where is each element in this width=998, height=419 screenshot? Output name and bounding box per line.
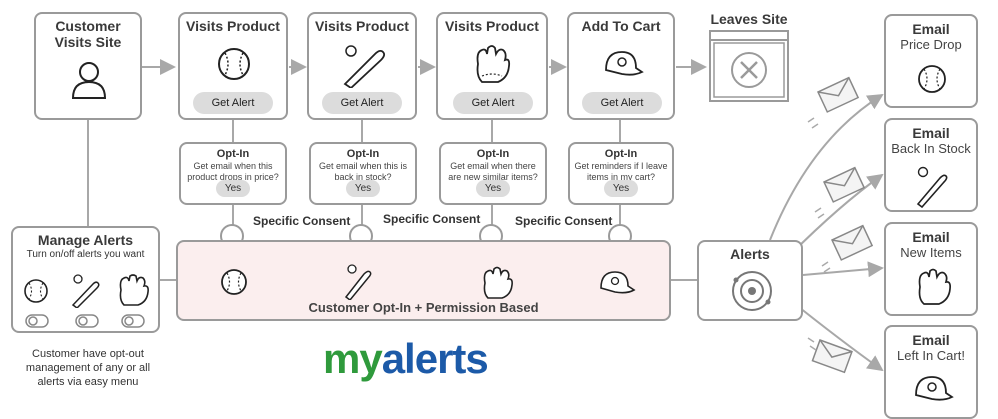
envelope-icon bbox=[817, 76, 860, 113]
envelope-icon bbox=[811, 339, 853, 374]
yes-button[interactable]: Yes bbox=[216, 180, 250, 197]
permission-bar: Customer Opt-In + Permission Based bbox=[176, 240, 671, 321]
visit-product-node: Visits Product Get Alert bbox=[307, 12, 417, 120]
opt-in-box: Opt-In Get reminders if I leave items in… bbox=[568, 142, 674, 205]
toggle-switch[interactable] bbox=[121, 314, 145, 328]
node-title: Add To Cart bbox=[581, 18, 661, 34]
baseball-icon bbox=[918, 65, 946, 93]
visit-product-node: Visits Product Get Alert bbox=[436, 12, 548, 120]
baseball-cap-icon bbox=[605, 51, 644, 76]
leaves-site-title: Leaves Site bbox=[710, 11, 788, 27]
email-subtitle: Back In Stock bbox=[891, 141, 971, 156]
flow-arrow bbox=[769, 93, 884, 241]
opt-in-text: Get email when there bbox=[450, 161, 536, 171]
consent-label: Specific Consent bbox=[383, 212, 481, 226]
consent-label: Specific Consent bbox=[253, 214, 351, 228]
logo-part: my bbox=[323, 335, 383, 382]
yes-button[interactable]: Yes bbox=[346, 180, 380, 197]
baseball-glove-icon bbox=[483, 266, 513, 299]
myalerts-logo: myalerts bbox=[323, 335, 489, 383]
manage-alerts-node: Manage Alerts Turn on/off alerts you wan… bbox=[11, 226, 160, 333]
baseball-bat-icon bbox=[71, 274, 100, 308]
manage-title: Manage Alerts bbox=[37, 232, 134, 248]
node-title: Visits Product bbox=[186, 18, 280, 34]
logo-part: alerts bbox=[381, 335, 489, 382]
get-alert-button[interactable]: Get Alert bbox=[193, 92, 273, 114]
node-title: Visits Product bbox=[445, 18, 539, 34]
baseball-icon bbox=[218, 48, 250, 80]
flow-arrow bbox=[802, 261, 884, 278]
opt-out-note: Customer have opt-out management of any … bbox=[14, 347, 162, 389]
opt-in-box: Opt-In Get email when this product drops… bbox=[179, 142, 287, 205]
consent-label: Specific Consent bbox=[515, 214, 613, 228]
email-card: Email Price Drop bbox=[884, 14, 978, 108]
email-subtitle: Left In Cart! bbox=[897, 348, 965, 363]
baseball-bat-icon bbox=[343, 45, 386, 88]
baseball-glove-icon bbox=[918, 268, 952, 305]
note-line: Customer have opt-out bbox=[32, 348, 144, 360]
baseball-cap-icon bbox=[915, 376, 954, 401]
note-line: alerts via easy menu bbox=[37, 376, 139, 388]
get-alert-button[interactable]: Get Alert bbox=[582, 92, 662, 114]
email-subtitle: New Items bbox=[900, 245, 962, 260]
envelope-icon bbox=[823, 166, 866, 203]
email-title: Email bbox=[912, 229, 950, 245]
opt-in-box: Opt-In Get email when this is back in st… bbox=[309, 142, 417, 205]
envelope-icon bbox=[831, 224, 874, 261]
baseball-bat-icon bbox=[916, 166, 948, 208]
opt-in-text: Get reminders if I leave bbox=[574, 161, 668, 171]
node-title: Visits Product bbox=[315, 18, 409, 34]
user-icon bbox=[71, 62, 107, 99]
browser-close-icon bbox=[709, 30, 789, 102]
visit-product-node: Visits Product Get Alert bbox=[178, 12, 288, 120]
customer-visits-node: Customer Visits Site bbox=[34, 12, 142, 120]
opt-in-text: Get email when this bbox=[193, 161, 273, 171]
email-title: Email bbox=[912, 332, 950, 348]
baseball-icon bbox=[221, 269, 247, 295]
toggle-switch[interactable] bbox=[75, 314, 99, 328]
opt-in-title: Opt-In bbox=[216, 148, 250, 160]
opt-in-text: back in stock? bbox=[334, 172, 392, 182]
baseball-glove-icon bbox=[119, 274, 149, 306]
opt-in-text: are new similar items? bbox=[448, 172, 538, 182]
email-subtitle: Price Drop bbox=[900, 37, 962, 52]
email-card: Email New Items bbox=[884, 222, 978, 316]
note-line: management of any or all bbox=[25, 362, 151, 374]
opt-in-title: Opt-In bbox=[346, 148, 380, 160]
baseball-cap-icon bbox=[600, 271, 636, 294]
permission-label: Customer Opt-In + Permission Based bbox=[308, 300, 539, 315]
opt-in-text: product drops in price? bbox=[187, 172, 279, 182]
add-to-cart-node: Add To Cart Get Alert bbox=[567, 12, 675, 120]
node-title: Visits Site bbox=[54, 34, 122, 50]
yes-button[interactable]: Yes bbox=[476, 180, 510, 197]
opt-in-text: items in my cart? bbox=[586, 172, 655, 182]
get-alert-button[interactable]: Get Alert bbox=[453, 92, 533, 114]
baseball-glove-icon bbox=[476, 45, 511, 83]
opt-in-title: Opt-In bbox=[604, 148, 638, 160]
email-card: Email Left In Cart! bbox=[884, 325, 978, 419]
baseball-icon bbox=[24, 279, 48, 303]
email-title: Email bbox=[912, 21, 950, 37]
opt-in-title: Opt-In bbox=[476, 148, 510, 160]
target-icon bbox=[732, 271, 772, 311]
toggle-switch[interactable] bbox=[25, 314, 49, 328]
manage-subtitle: Turn on/off alerts you want bbox=[26, 249, 145, 260]
alerts-title: Alerts bbox=[730, 246, 770, 262]
yes-button[interactable]: Yes bbox=[604, 180, 638, 197]
opt-in-box: Opt-In Get email when there are new simi… bbox=[439, 142, 547, 205]
alerts-node: Alerts bbox=[697, 240, 803, 321]
email-card: Email Back In Stock bbox=[884, 118, 978, 212]
node-title: Customer bbox=[55, 18, 121, 34]
get-alert-button[interactable]: Get Alert bbox=[322, 92, 402, 114]
email-title: Email bbox=[912, 125, 950, 141]
baseball-bat-icon bbox=[344, 264, 372, 300]
opt-in-text: Get email when this is bbox=[318, 161, 408, 171]
